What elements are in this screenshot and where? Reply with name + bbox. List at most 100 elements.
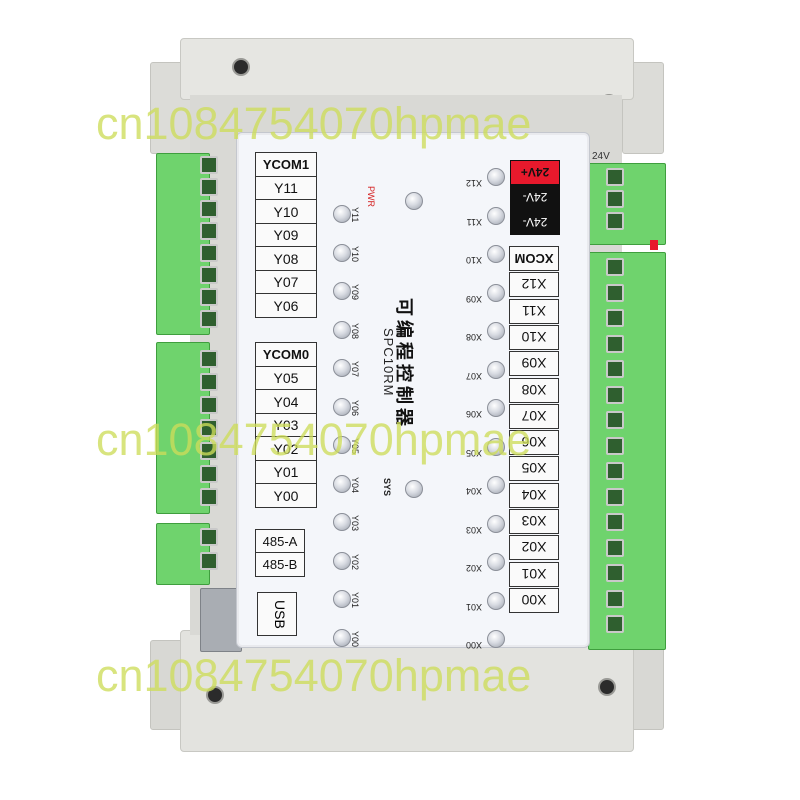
input-led-label: X04: [465, 486, 482, 496]
terminal-screw-right[interactable]: [606, 309, 624, 327]
output-led: [333, 628, 351, 647]
connector-print: 24V: [592, 151, 610, 162]
output-led-label: Y09: [350, 284, 360, 301]
usb-label-box: USB: [257, 592, 297, 636]
terminal-screw-left[interactable]: [200, 288, 218, 306]
terminal-screw-right[interactable]: [606, 462, 624, 480]
housing-bottom: [180, 630, 634, 752]
terminal-screw-left[interactable]: [200, 156, 218, 174]
power-negative-label: 24V-: [510, 210, 560, 235]
terminal-screw-right[interactable]: [606, 212, 624, 230]
rs485-terminal-label: 485-B: [255, 552, 305, 577]
input-terminal-label: X12: [509, 272, 559, 298]
input-terminal-label: X06: [509, 430, 559, 456]
model-number: SPC10RM: [381, 328, 396, 397]
output-led: [333, 397, 351, 416]
input-led: [487, 283, 505, 302]
output-led-label: Y00: [350, 630, 360, 647]
terminal-block-right-power: [588, 163, 666, 245]
output-terminal-label: Y07: [255, 269, 317, 295]
power-connector-mark: [650, 240, 658, 250]
input-led-label: X08: [465, 332, 482, 342]
input-led: [487, 514, 505, 533]
terminal-screw-right[interactable]: [606, 615, 624, 633]
terminal-screw-right[interactable]: [606, 258, 624, 276]
usb-label: USB: [272, 600, 288, 629]
screw-bottom-left: [206, 686, 224, 704]
terminal-screw-left[interactable]: [200, 419, 218, 437]
terminal-screw-left[interactable]: [200, 488, 218, 506]
terminal-screw-left[interactable]: [200, 178, 218, 196]
terminal-block-right-inputs: [588, 252, 666, 650]
output-led: [333, 474, 351, 493]
input-terminal-label: X10: [509, 324, 559, 350]
terminal-screw-right[interactable]: [606, 334, 624, 353]
terminal-screw-left[interactable]: [200, 465, 218, 483]
terminal-screw-right[interactable]: [606, 190, 624, 208]
terminal-screw-right[interactable]: [606, 385, 624, 404]
input-led-label: X03: [465, 524, 482, 535]
terminal-screw-right[interactable]: [606, 564, 624, 582]
terminal-screw-right[interactable]: [606, 436, 624, 455]
input-terminal-label: X09: [509, 351, 559, 377]
input-led-label: X12: [465, 178, 482, 188]
output-led: [333, 513, 351, 531]
input-led: [487, 630, 505, 648]
terminal-screw-right[interactable]: [606, 487, 624, 506]
terminal-screw-left[interactable]: [200, 396, 218, 414]
input-terminal-label: X08: [509, 377, 559, 403]
terminal-screw-left[interactable]: [200, 528, 218, 546]
output-terminal-label: Y00: [255, 483, 317, 508]
terminal-screw-left[interactable]: [200, 266, 218, 284]
terminal-screw-right[interactable]: [606, 360, 624, 378]
rs485-terminal-label: 485-A: [255, 529, 305, 554]
output-terminal-label: Y05: [255, 365, 317, 391]
input-led: [487, 399, 505, 417]
input-led: [487, 322, 505, 340]
terminal-screw-right[interactable]: [606, 589, 624, 608]
terminal-screw-left[interactable]: [200, 310, 218, 328]
output-terminal-label: Y10: [255, 199, 317, 224]
pwr-led: [405, 192, 423, 210]
input-terminal-label: X05: [509, 456, 559, 482]
input-led-label: X11: [466, 216, 482, 227]
input-terminal-label: X11: [509, 298, 559, 324]
input-terminal-label: X07: [509, 403, 559, 429]
terminal-screw-right[interactable]: [606, 168, 624, 186]
input-led-label: X06: [465, 409, 482, 419]
input-led: [487, 206, 505, 225]
terminal-screw-right[interactable]: [606, 283, 624, 302]
input-led: [487, 553, 505, 571]
output-led-label: Y07: [350, 361, 360, 378]
input-led: [487, 360, 505, 379]
terminal-screw-right[interactable]: [606, 513, 624, 531]
output-terminal-label: Y03: [255, 412, 317, 438]
terminal-screw-right[interactable]: [606, 538, 624, 557]
terminal-screw-left[interactable]: [200, 350, 218, 368]
sys-led: [405, 480, 423, 498]
terminal-screw-left[interactable]: [200, 200, 218, 218]
terminal-screw-left[interactable]: [200, 373, 218, 391]
input-led-label: X07: [465, 370, 482, 381]
output-led-label: Y04: [350, 476, 360, 493]
pwr-label: PWR: [366, 186, 376, 207]
screw-top-left: [232, 58, 250, 76]
terminal-screw-left[interactable]: [200, 442, 218, 460]
output-led: [333, 243, 351, 262]
output-led-label: Y06: [350, 399, 360, 416]
output-led: [333, 205, 351, 223]
input-led-label: X00: [465, 640, 482, 650]
input-led-label: X10: [465, 255, 482, 265]
terminal-screw-left[interactable]: [200, 244, 218, 262]
input-led: [487, 476, 505, 494]
input-led: [487, 168, 505, 186]
terminal-screw-left[interactable]: [200, 222, 218, 240]
output-terminal-label: Y08: [255, 246, 317, 271]
terminal-screw-left[interactable]: [200, 552, 218, 570]
usb-port[interactable]: [200, 588, 242, 652]
terminal-screw-right[interactable]: [606, 411, 624, 429]
output-led: [333, 551, 351, 570]
output-terminal-label: Y04: [255, 389, 317, 414]
output-led: [333, 282, 351, 300]
input-terminal-label: X02: [509, 535, 559, 561]
